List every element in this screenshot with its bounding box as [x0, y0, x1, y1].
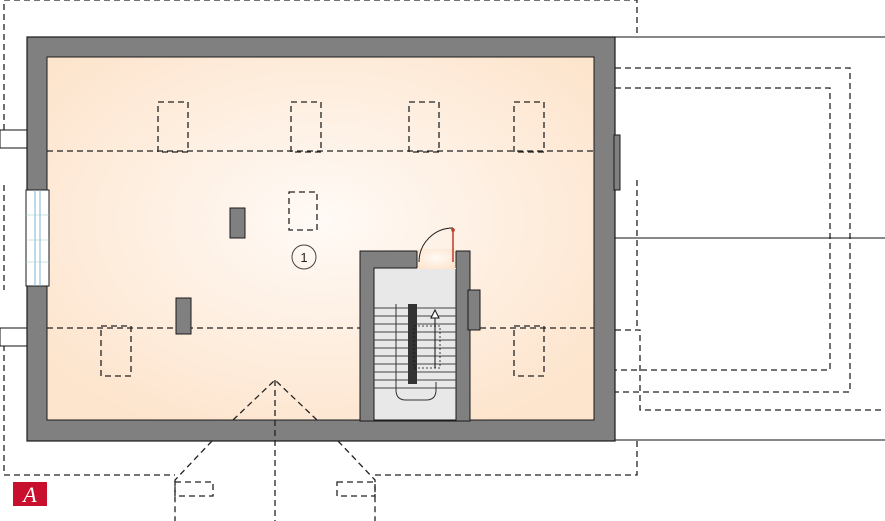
chimney — [229, 207, 246, 239]
room-number: 1 — [300, 250, 307, 265]
roof-window — [288, 191, 318, 231]
left-window — [25, 189, 50, 287]
roof-window — [513, 101, 545, 153]
entrance-canopy — [174, 440, 376, 521]
roof-window — [290, 101, 322, 153]
roof-windows — [100, 101, 545, 377]
right-wall-protrusion — [613, 134, 621, 191]
stair-handrail — [395, 304, 441, 401]
architect-logo: A — [13, 482, 47, 507]
garage-lines — [614, 36, 885, 441]
room-floor — [46, 56, 595, 421]
roof-window — [408, 101, 440, 153]
logo-letter: A — [21, 482, 37, 507]
chimney — [175, 297, 192, 335]
stair-enclosure — [359, 249, 481, 422]
knee-wall-lines — [47, 150, 594, 329]
door-swing — [418, 227, 455, 263]
roof-window — [100, 325, 132, 377]
roof-outline — [3, 0, 885, 476]
roof-window — [513, 325, 545, 377]
room-number-marker: 1 — [291, 244, 317, 270]
roof-window — [157, 101, 189, 153]
